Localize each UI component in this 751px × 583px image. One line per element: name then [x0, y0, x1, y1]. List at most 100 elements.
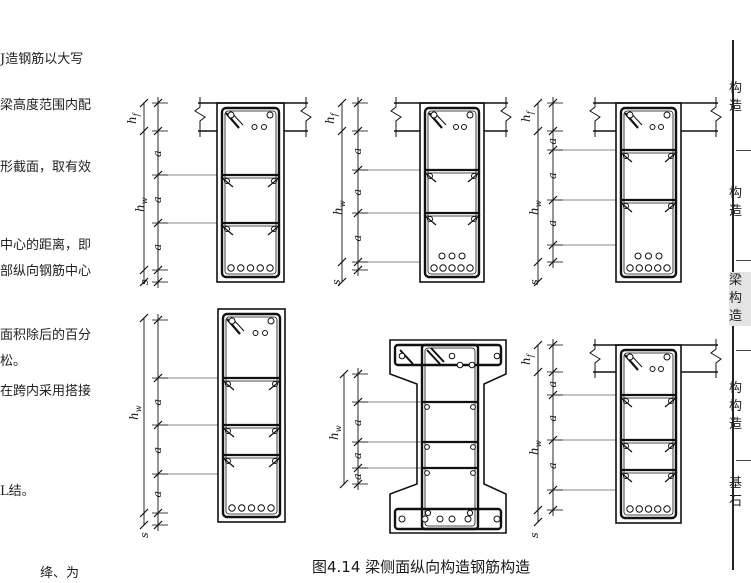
rebar-bar	[635, 505, 643, 513]
dimension-label-a: a	[151, 150, 164, 157]
stirrup	[619, 348, 678, 520]
rebar-bar	[439, 264, 447, 272]
tie-hook	[619, 151, 633, 163]
text-line-9: L结。	[0, 484, 35, 499]
rebar-bar	[649, 366, 656, 372]
concrete-outline	[615, 102, 682, 283]
rebar-bar	[225, 458, 231, 464]
side-tab-1: 构 造	[729, 81, 743, 114]
rebar-bar	[663, 111, 671, 119]
label-hf: hf	[519, 109, 535, 122]
tie-hook	[664, 396, 678, 408]
side-divider-1	[736, 150, 751, 151]
rebar-bar	[654, 264, 662, 272]
dimension-tick	[533, 340, 543, 350]
rebar-bar	[493, 352, 501, 360]
beam-section-4	[217, 308, 286, 523]
rebar-bar	[272, 381, 278, 387]
web-stirrup	[420, 343, 480, 531]
rebar-bar	[225, 381, 231, 387]
dimension-tick	[337, 257, 347, 267]
concrete-outline	[389, 339, 507, 534]
side-tab-4: 构 构 造	[729, 381, 743, 432]
tie-hook	[423, 214, 437, 226]
label-s: s	[138, 532, 151, 538]
label-s: s	[330, 279, 343, 285]
rebar-bar	[626, 353, 634, 361]
rebar-bar	[227, 264, 235, 272]
rebar-bar	[227, 111, 235, 119]
dimension-label-a: a	[151, 196, 164, 203]
dimension-label-a: a	[151, 491, 164, 498]
beam-section-3	[615, 102, 682, 283]
dimension-tick	[139, 508, 149, 518]
concrete-outline	[615, 344, 682, 524]
rebar-bar	[237, 264, 245, 272]
rebar-bar	[668, 473, 674, 479]
dimension-tick	[533, 517, 543, 527]
rebar-bar	[257, 504, 265, 512]
dimension-tick	[139, 126, 149, 136]
rebar-bar	[225, 428, 231, 434]
rebar-bar	[493, 515, 501, 523]
tie-hook	[267, 224, 281, 236]
stirrup	[619, 106, 678, 279]
rebar-bar	[421, 515, 429, 523]
tie-hook	[220, 176, 234, 188]
break-line	[500, 97, 512, 137]
break-line	[710, 97, 722, 137]
text-line-3: 形截面，取有效	[0, 160, 92, 175]
stirrup	[221, 312, 282, 519]
tie-hook	[268, 379, 282, 391]
rebar-bar	[398, 515, 406, 523]
dimension-tick	[337, 98, 347, 108]
beam-section-6	[615, 344, 682, 524]
stirrup-inner	[623, 352, 674, 516]
label-hw: hw	[127, 405, 143, 420]
rebar-bar	[453, 124, 459, 130]
rebar-bar	[427, 216, 433, 222]
dimension-tick	[337, 126, 347, 136]
rebar-bar	[623, 153, 629, 159]
side-divider-2	[736, 260, 751, 261]
rebar-bar	[261, 124, 267, 130]
dimension-tick	[339, 369, 349, 379]
stirrup-hook	[399, 349, 414, 365]
dimension-tick	[533, 126, 543, 136]
dimension-label-a: a	[546, 381, 559, 388]
rebar-bar	[458, 252, 466, 260]
stirrup-hook	[430, 347, 445, 363]
rebar-bar	[262, 330, 268, 336]
stirrup-inner	[225, 316, 278, 515]
dimension-label-a: a	[351, 473, 364, 480]
rebar-bar	[228, 504, 236, 512]
side-tab-5: 基 石	[729, 476, 743, 509]
dimension-label-a: a	[546, 415, 559, 422]
rebar-bar	[224, 178, 230, 184]
dimension-tick	[339, 479, 349, 489]
break-line	[589, 339, 601, 378]
rebar-bar	[271, 226, 277, 232]
dimension-label-a: a	[351, 235, 364, 242]
tie-hook	[664, 471, 678, 483]
break-line	[710, 339, 722, 378]
label-s: s	[528, 279, 541, 285]
label-hw: hw	[327, 425, 343, 440]
rebar-bar	[635, 264, 643, 272]
rebar-bar	[623, 203, 629, 209]
rebar-bar	[461, 124, 467, 130]
rebar-bar	[228, 317, 236, 325]
rebar-bar	[470, 444, 476, 450]
label-hf: hf	[519, 352, 535, 365]
rebar-bar	[649, 124, 656, 130]
dimension-label-a: a	[546, 462, 559, 469]
figure-caption: 图4.14 梁侧面纵向构造钢筋构造	[312, 558, 531, 576]
dimension-tick	[139, 520, 149, 530]
web-stirrup-inner	[424, 347, 476, 527]
stirrup-inner	[623, 110, 674, 275]
tie-hook	[619, 201, 633, 213]
tie-hook	[423, 171, 437, 183]
rebar-bar	[267, 317, 275, 325]
